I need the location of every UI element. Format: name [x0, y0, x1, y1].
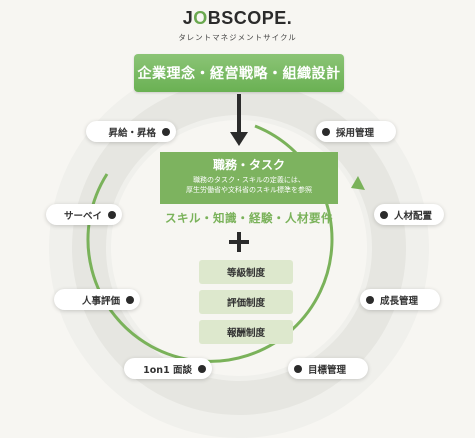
job-task-desc-line1: 職務のタスク・スキルの定義には、 [193, 176, 305, 184]
node-dot-icon [108, 210, 116, 219]
job-task-title: 職務・タスク [212, 158, 285, 172]
node-promotion: 昇給・昇格 [86, 121, 176, 142]
node-recruitment-label: 採用管理 [336, 127, 375, 139]
node-dot-icon [380, 210, 388, 219]
node-hr-evaluation-label: 人事評価 [81, 295, 120, 307]
node-dot-icon [126, 295, 134, 304]
node-1on1-meeting: 1on1 面談 [124, 358, 212, 379]
logo-o: O [193, 8, 208, 28]
node-survey-label: サーベイ [63, 210, 102, 222]
cycle-arrowhead [351, 176, 365, 190]
node-growth-label: 成長管理 [380, 295, 419, 307]
skills-requirements-text: スキル・知識・経験・人材要件 [165, 211, 333, 225]
logo-prefix: J [182, 8, 194, 28]
node-dot-icon [162, 127, 170, 136]
jobscope-logo: JOBSCOPE. [0, 8, 475, 29]
job-task-description: 職務のタスク・スキルの定義には、 厚生労働省や文科省のスキル標準を参照 [160, 175, 338, 195]
job-task-desc-line2: 厚生労働省や文科省のスキル標準を参照 [186, 186, 312, 194]
node-promotion-label: 昇給・昇格 [108, 127, 156, 139]
node-placement-label: 人材配置 [394, 210, 433, 222]
evaluation-system-box: 評価制度 [199, 290, 293, 314]
node-goal: 目標管理 [288, 358, 368, 379]
node-survey: サーベイ [46, 204, 122, 225]
node-dot-icon [198, 364, 206, 373]
node-1on1-meeting-label: 1on1 面談 [143, 364, 192, 376]
node-placement: 人材配置 [374, 204, 444, 225]
tagline: タレントマネジメントサイクル [178, 33, 297, 42]
logo-suffix: BSCOPE. [207, 8, 293, 28]
node-dot-icon [366, 295, 374, 304]
grade-system-box: 等級制度 [199, 260, 293, 284]
node-growth: 成長管理 [360, 289, 440, 310]
job-task-box: 職務・タスク 職務のタスク・スキルの定義には、 厚生労働省や文科省のスキル標準を… [160, 152, 338, 204]
plus-icon [229, 232, 249, 252]
corporate-philosophy-banner: 企業理念・経営戦略・組織設計 [134, 54, 344, 92]
node-dot-icon [322, 127, 330, 136]
node-goal-label: 目標管理 [308, 364, 347, 376]
compensation-system-box: 報酬制度 [199, 320, 293, 344]
node-recruitment: 採用管理 [316, 121, 396, 142]
node-dot-icon [294, 364, 302, 373]
down-arrow-head [230, 132, 248, 146]
node-hr-evaluation: 人事評価 [54, 289, 140, 310]
